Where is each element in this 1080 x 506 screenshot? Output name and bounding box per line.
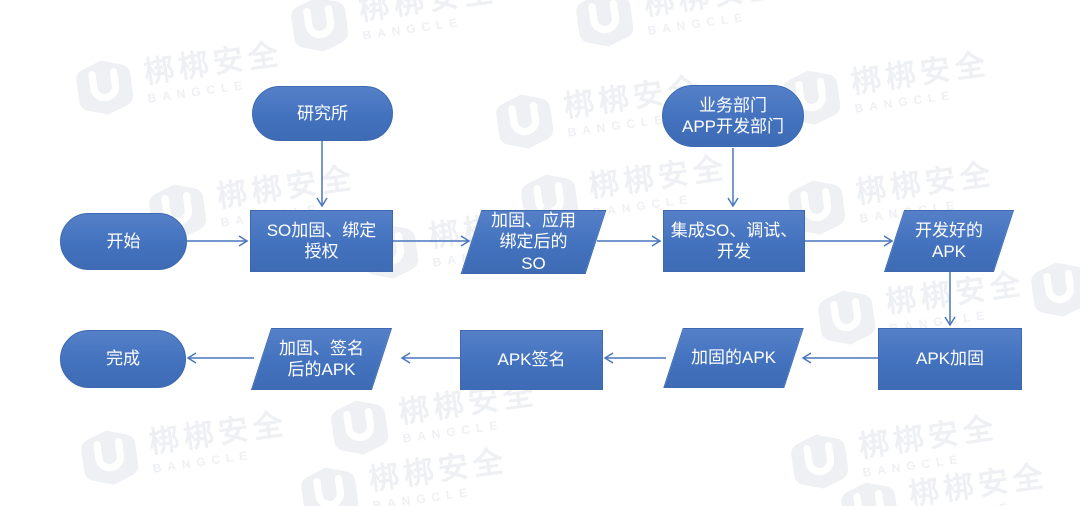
arrowhead-left-icon <box>400 352 411 364</box>
node-label-line: 后的APK <box>287 360 356 379</box>
watermark-brand: 梆梆安全 <box>141 37 286 90</box>
node-label-line: 开发 <box>717 242 751 261</box>
node-label-line: 绑定后的 <box>499 232 568 252</box>
node-hardened-signed-apk: 加固、签名 后的APK <box>250 328 393 390</box>
watermark-subbrand: BANGCLE <box>861 451 965 480</box>
watermark-brand: 梆梆安全 <box>856 411 1001 464</box>
watermark-brand: 梆梆安全 <box>146 407 291 460</box>
node-label-line: 加固的APK <box>690 348 777 368</box>
arrowhead-left-icon <box>186 352 197 364</box>
node-label-line: APK <box>931 242 967 261</box>
node-apk-sign: APK签名 <box>460 330 603 390</box>
node-label-line: 业务部门 <box>699 95 767 115</box>
bangcle-logo-icon <box>291 0 349 52</box>
bangcle-logo-icon <box>841 482 899 506</box>
node-start: 开始 <box>60 213 187 270</box>
watermark-brand: 梆梆安全 <box>356 0 501 27</box>
node-finish: 完成 <box>60 330 186 388</box>
node-hardened-bound-so: 加固、应用 绑定后的 SO <box>460 210 607 274</box>
bangcle-logo-icon <box>791 434 849 489</box>
arrowhead-down-icon <box>316 197 328 208</box>
node-label-line: 完成 <box>106 349 140 369</box>
bangcle-logo-icon <box>576 0 634 47</box>
watermark-subbrand: BANGCLE <box>646 9 750 38</box>
watermark-brand: 梆梆安全 <box>642 0 785 22</box>
watermark-brand: 梆梆安全 <box>214 161 359 214</box>
node-label-line: 开发好的 <box>915 220 983 240</box>
watermark-subbrand: BANGCLE <box>151 447 255 476</box>
node-label-line: APK加固 <box>915 349 985 369</box>
node-label-line: 授权 <box>304 242 339 261</box>
node-hardened-apk: 加固的APK <box>662 328 805 388</box>
watermark-brand: 梆梆安全 <box>906 459 1051 506</box>
bangcle-logo-icon <box>818 290 876 345</box>
node-label-line: 加固、应用 <box>491 211 576 231</box>
bangcle-logo-icon <box>81 430 139 485</box>
watermark-subbrand: BANGCLE <box>361 14 465 43</box>
arrowhead-right-icon <box>238 235 249 247</box>
watermark-subbrand: BANGCLE <box>912 495 1052 506</box>
watermark-subbrand: BANGCLE <box>853 87 957 116</box>
node-research-institute: 研究所 <box>252 86 393 141</box>
watermark-brand: 梆梆安全 <box>366 444 511 497</box>
arrowhead-down-icon <box>944 316 956 327</box>
node-label-line: 加固、签名 <box>279 338 364 358</box>
arrowhead-left-icon <box>603 352 614 364</box>
node-label-line: APP开发部门 <box>681 117 785 136</box>
node-label-line: 研究所 <box>297 103 348 123</box>
watermark-subbrand: BANGCLE <box>371 484 475 506</box>
node-apk-harden: APK加固 <box>878 328 1022 390</box>
bangcle-logo-icon <box>331 400 389 455</box>
node-label-line: APK签名 <box>497 350 566 370</box>
node-business-app-dev-dept: 业务部门 APP开发部门 <box>662 85 804 147</box>
node-label-line: SO <box>521 253 546 273</box>
bangcle-logo-icon <box>1031 262 1080 317</box>
watermark-brand: 梆梆安全 <box>883 267 1028 320</box>
node-label-line: SO加固、绑定 <box>266 220 377 240</box>
watermark-brand: 梆梆安全 <box>853 157 998 210</box>
node-so-harden-bind-auth: SO加固、绑定 授权 <box>250 210 393 272</box>
node-integrate-so-debug-dev: 集成SO、调试、 开发 <box>663 210 805 272</box>
arrowhead-down-icon <box>727 197 739 208</box>
bangcle-logo-icon <box>496 94 554 149</box>
watermark-brand: 梆梆安全 <box>586 151 731 204</box>
node-developed-apk: 开发好的 APK <box>883 210 1015 272</box>
node-label-line: 开始 <box>106 231 141 251</box>
bangcle-logo-icon <box>76 60 134 115</box>
node-label-line: 集成SO、调试、 <box>670 220 798 240</box>
bangcle-logo-icon <box>301 467 359 506</box>
arrowhead-right-icon <box>651 235 662 247</box>
watermark-subbrand: BANGCLE <box>401 417 505 446</box>
watermark-brand: 梆梆安全 <box>848 47 993 100</box>
